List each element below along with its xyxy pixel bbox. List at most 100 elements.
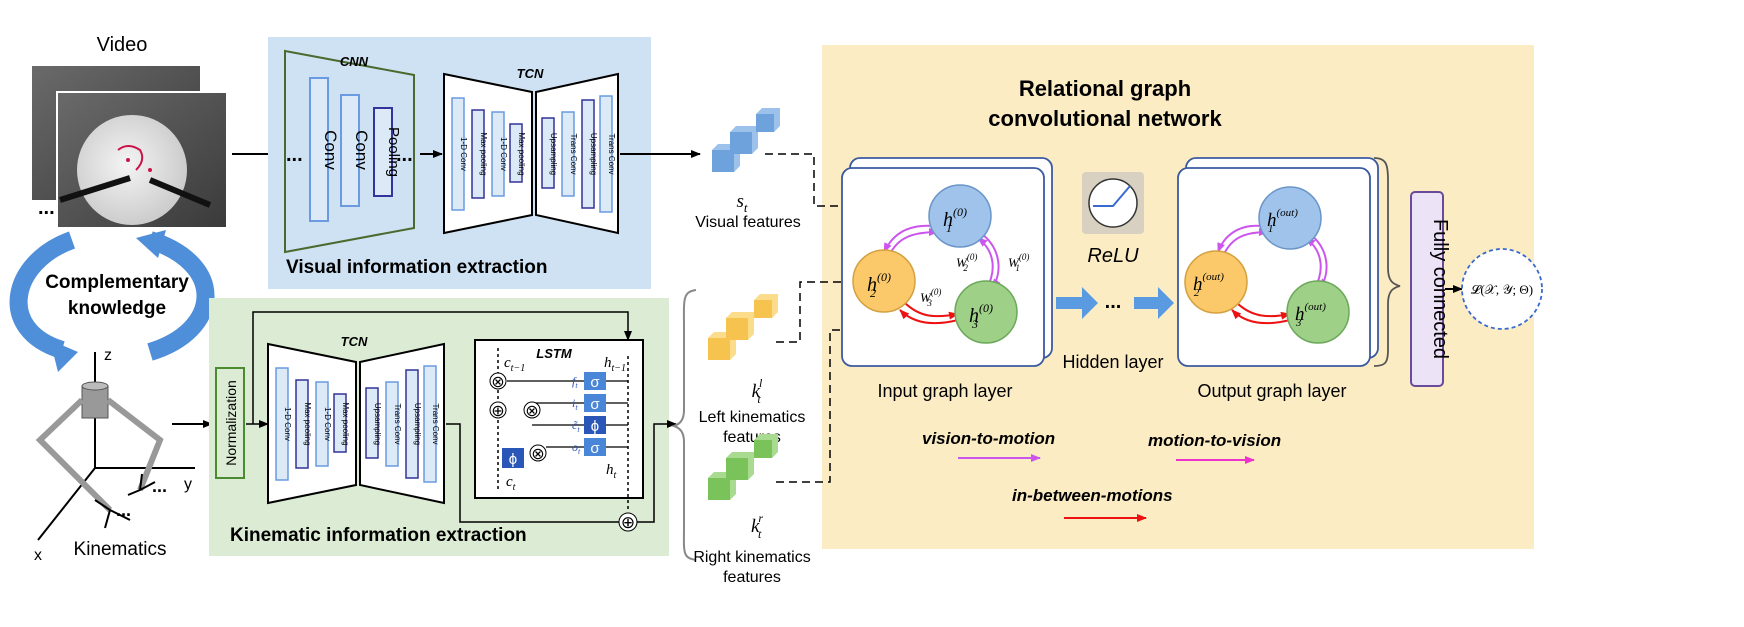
tcn-to-lstm-line xyxy=(446,423,628,523)
loss-label: 𝓛(𝒳, 𝒴; Θ) xyxy=(1471,282,1533,297)
weight-w2: W(0)2 xyxy=(956,252,977,273)
lstm-add-out: ⊕ xyxy=(621,513,635,532)
lstm-h-prev: ht−1 xyxy=(604,355,626,374)
lstm-sigma-i: σ xyxy=(590,396,600,413)
output-brace xyxy=(1373,157,1401,367)
input-node-h2 xyxy=(852,249,916,313)
weight-w3: W(0)3 xyxy=(920,287,941,308)
kinematic-tcn-dec-3: Trans Conv xyxy=(431,403,440,444)
kinematics-label: Kinematics xyxy=(74,539,167,560)
output-node-h3-label: h(out)3 xyxy=(1295,301,1326,329)
kinematic-tcn-enc-3: Max pooling xyxy=(341,402,350,445)
lstm-i-label: it xyxy=(572,396,578,412)
loss-circle xyxy=(1461,248,1543,330)
output-node-h2 xyxy=(1184,250,1248,314)
right-kinematic-cubes xyxy=(708,434,778,500)
output-node-h1-label: h(out)1 xyxy=(1267,207,1298,235)
visual-tcn-encoder-layers xyxy=(451,97,523,211)
input-node-h3-label: h(0)3 xyxy=(969,301,993,331)
lstm-o-label: ot xyxy=(572,440,581,456)
lstm-h-t: ht xyxy=(606,462,617,481)
visual-tcn-enc-2: 1-D Conv xyxy=(499,137,508,171)
kinematic-tcn-encoder-layers xyxy=(275,367,347,481)
kinematic-extraction-title: Kinematic information extraction xyxy=(230,525,527,546)
lstm-c-prev: ct−1 xyxy=(504,355,525,374)
fully-connected-box xyxy=(1410,191,1444,387)
input-node-h1-label: h(0)1 xyxy=(943,205,967,235)
visual-tcn-dec-1: Trans Conv xyxy=(569,133,578,174)
output-node-h2-label: h(out)2 xyxy=(1193,271,1224,299)
lstm-mult-3: ⊗ xyxy=(531,446,544,463)
right-kinematic-label-1: Right kinematics xyxy=(693,549,810,566)
lstm-phi-c: ϕ xyxy=(591,418,599,435)
hidden-arrow-2 xyxy=(1134,287,1174,319)
cnn-dots-right: ... xyxy=(396,144,413,166)
cnn-pooling xyxy=(373,107,393,197)
visual-tcn-enc-3: Max pooling xyxy=(517,132,526,175)
visual-tcn-label: TCN xyxy=(517,66,544,81)
cnn-conv1 xyxy=(309,77,329,222)
legend-motion-to-vision: motion-to-vision xyxy=(1148,431,1281,450)
cnn-layer-2: Pooling xyxy=(385,127,402,177)
lstm-add-1: ⊕ xyxy=(491,403,504,420)
rgcn-title-line1: Relational graph xyxy=(1019,76,1191,101)
video-ellipsis: ... xyxy=(38,197,55,219)
cnn-layer-1: Conv xyxy=(352,130,371,170)
complementary-line2: knowledge xyxy=(68,298,166,319)
lstm-to-features-arrow xyxy=(637,420,677,523)
visual-tcn-encoder xyxy=(443,72,533,235)
visual-tcn-dec-3: Trans Conv xyxy=(607,133,616,174)
visual-tcn-decoder-layers xyxy=(541,95,613,213)
video-title: Video xyxy=(97,34,148,56)
lstm-mult-1: ⊗ xyxy=(491,374,504,391)
features-brace xyxy=(670,289,697,561)
hidden-arrow-1 xyxy=(1056,287,1098,319)
normalization-box xyxy=(215,367,245,479)
axis-x-label: x xyxy=(34,547,42,564)
lstm-ctilde-label: c̃t xyxy=(572,418,580,434)
kinematic-tcn-label: TCN xyxy=(341,334,368,349)
complementary-line1: Complementary xyxy=(45,272,189,293)
lstm-box xyxy=(474,339,644,499)
input-node-h3 xyxy=(954,280,1018,344)
skip-connection xyxy=(252,311,632,424)
robot-dots-1: ... xyxy=(152,476,167,496)
complementary-arrows xyxy=(9,230,215,372)
output-node-h1 xyxy=(1258,186,1322,250)
visual-feature-symbol: st xyxy=(736,191,747,215)
input-graph-label: Input graph layer xyxy=(877,381,1012,401)
input-node-h1 xyxy=(928,184,992,248)
rgcn-title-line2: convolutional network xyxy=(988,106,1222,131)
kinematic-tcn-decoder-layers xyxy=(365,365,437,483)
cnn-dots-left: ... xyxy=(286,144,303,166)
visual-tcn-enc-1: Max pooling xyxy=(479,132,488,175)
cnn-label: CNN xyxy=(340,54,369,69)
visual-tcn-dec-0: Upsampling xyxy=(549,133,558,175)
output-graph-label: Output graph layer xyxy=(1197,381,1346,401)
output-node-h3 xyxy=(1286,280,1350,344)
weight-w1: W(0)1 xyxy=(1008,252,1029,273)
visual-tcn-dec-2: Upsampling xyxy=(589,133,598,175)
visual-feature-cubes xyxy=(712,108,780,172)
lstm-mult-2: ⊗ xyxy=(525,403,538,420)
kinematic-tcn-enc-1: Max pooling xyxy=(303,402,312,445)
cnn-layer-0: Conv xyxy=(321,130,340,170)
axis-y-label: y xyxy=(184,476,192,493)
input-node-h2-label: h(0)2 xyxy=(867,270,891,300)
fully-connected-label: Fully connected xyxy=(1429,219,1451,359)
kinematic-tcn-decoder xyxy=(359,342,445,505)
kinematic-tcn-dec-0: Upsampling xyxy=(373,403,382,445)
normalization-label: Normalization xyxy=(223,380,239,466)
kinematic-tcn-dec-2: Upsampling xyxy=(413,403,422,445)
axis-z-label: z xyxy=(104,347,112,364)
video-frames xyxy=(32,66,228,229)
legend-vision-to-motion: vision-to-motion xyxy=(922,429,1055,448)
relu-icon xyxy=(1088,178,1138,228)
kinematic-tcn-enc-0: 1-D Conv xyxy=(283,407,292,441)
lstm-f-label: ft xyxy=(572,374,578,390)
robot-arm-illustration xyxy=(35,352,195,541)
kinematic-tcn-enc-2: 1-D Conv xyxy=(323,407,332,441)
lstm-gates xyxy=(489,372,638,532)
